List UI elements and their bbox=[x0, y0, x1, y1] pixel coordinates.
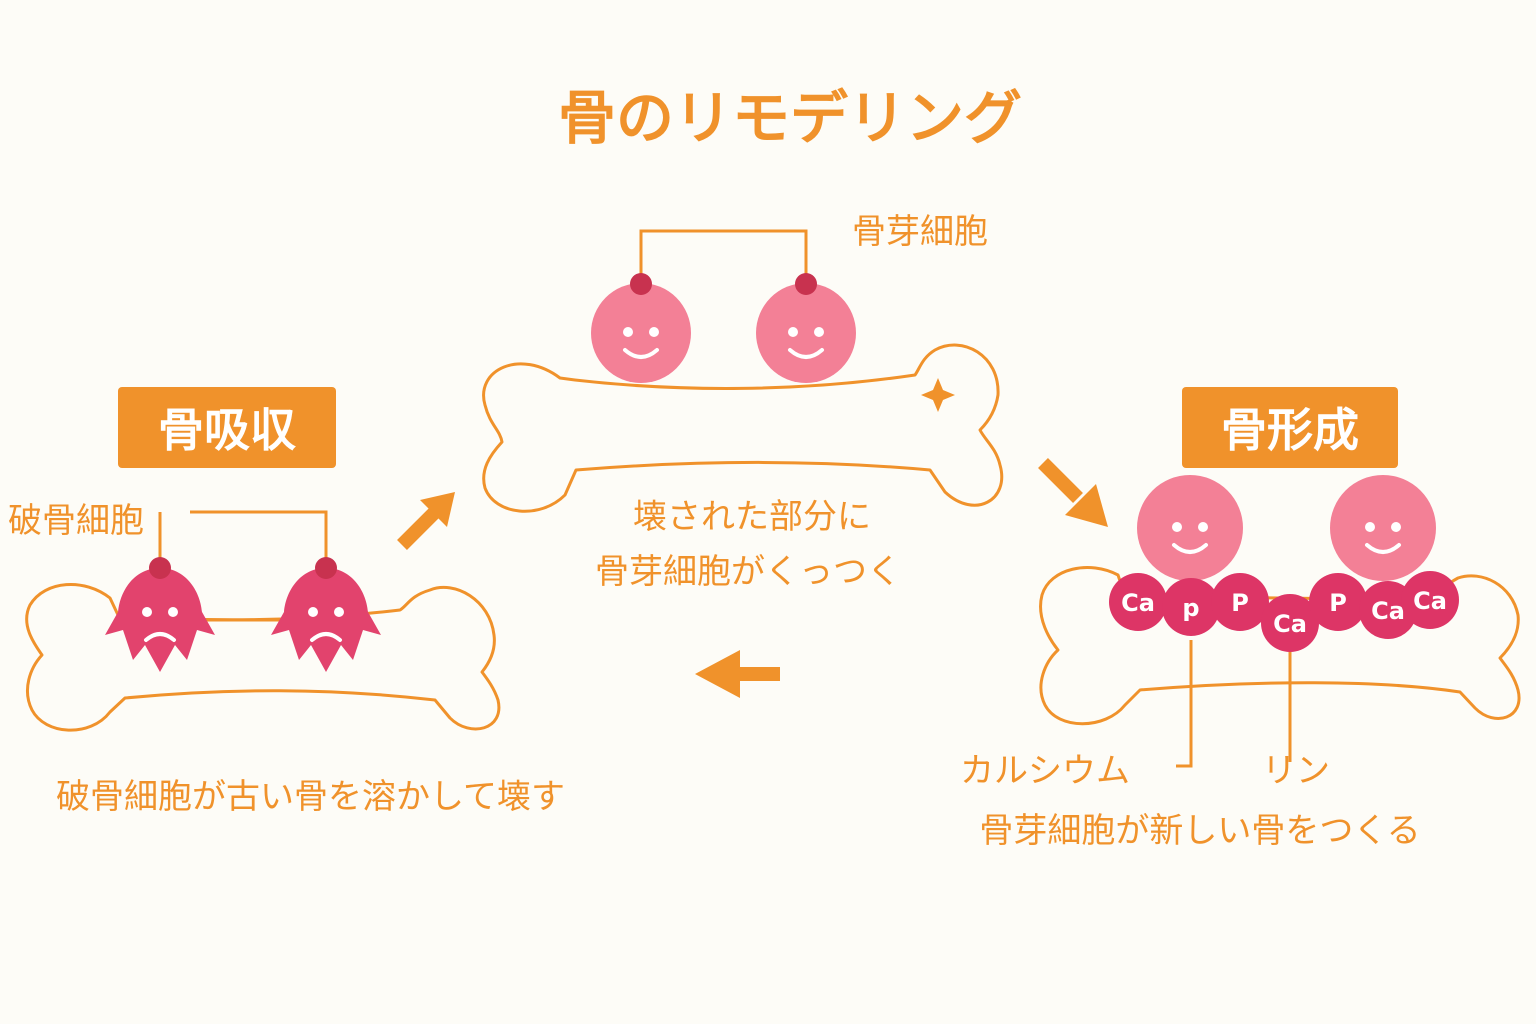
osteoblast-leader-line bbox=[639, 229, 808, 284]
resorption-stage: 骨吸収 破骨細胞 破骨細胞が古い骨を溶かして壊す bbox=[8, 387, 565, 817]
mineral-phosphorus: P bbox=[1309, 573, 1367, 631]
formation-badge-label: 骨形成 bbox=[1221, 403, 1359, 457]
formation-stage: 骨形成 Ca p P bbox=[960, 387, 1521, 851]
mineral-calcium: Ca bbox=[1261, 594, 1319, 652]
center-bone bbox=[482, 343, 1004, 513]
page-title: 骨のリモデリング bbox=[558, 84, 1022, 152]
mineral-calcium: Ca bbox=[1109, 573, 1167, 631]
osteoblast-cell bbox=[756, 283, 856, 383]
attachment-caption-line2: 骨芽細胞がくっつく bbox=[595, 552, 901, 592]
svg-text:Ca: Ca bbox=[1413, 587, 1447, 615]
osteoblast-cell bbox=[591, 283, 691, 383]
osteoblast-cell bbox=[1137, 475, 1243, 581]
osteoclast-leader-line bbox=[190, 510, 328, 568]
osteoclast-label: 破骨細胞 bbox=[8, 501, 144, 541]
osteoclast-cell bbox=[105, 568, 215, 672]
leader-node bbox=[795, 273, 817, 295]
mineral-calcium: Ca bbox=[1401, 571, 1459, 629]
svg-text:Ca: Ca bbox=[1371, 597, 1405, 625]
leader-node bbox=[315, 557, 337, 579]
mineral-phosphorus: p bbox=[1162, 578, 1220, 636]
attachment-caption-line1: 壊された部分に bbox=[633, 497, 871, 537]
sparkle-icon bbox=[921, 378, 955, 412]
left-bone bbox=[25, 582, 501, 732]
osteoclast-cell bbox=[271, 568, 381, 672]
svg-text:p: p bbox=[1182, 594, 1199, 622]
arrow-left-icon bbox=[695, 650, 780, 698]
formation-caption: 骨芽細胞が新しい骨をつくる bbox=[979, 811, 1420, 851]
arrow-up-right-icon bbox=[397, 492, 455, 550]
osteoblast-cell bbox=[1330, 475, 1436, 581]
calcium-label: カルシウム bbox=[960, 751, 1130, 791]
arrow-down-right-icon bbox=[1038, 458, 1108, 527]
phosphorus-label: リン bbox=[1262, 751, 1330, 791]
resorption-badge-label: 骨吸収 bbox=[158, 403, 296, 457]
formation-badge bbox=[1182, 387, 1398, 468]
svg-text:Ca: Ca bbox=[1121, 589, 1155, 617]
leader-node bbox=[630, 273, 652, 295]
calcium-leader-line bbox=[1176, 640, 1193, 768]
svg-text:P: P bbox=[1329, 589, 1347, 617]
mineral-phosphorus: P bbox=[1211, 573, 1269, 631]
osteoblast-label: 骨芽細胞 bbox=[852, 212, 988, 252]
mineral-chain: Ca p P Ca P Ca bbox=[1109, 571, 1459, 652]
svg-text:Ca: Ca bbox=[1273, 610, 1307, 638]
resorption-caption: 破骨細胞が古い骨を溶かして壊す bbox=[56, 777, 565, 817]
leader-node bbox=[149, 557, 171, 579]
attachment-stage: 骨芽細胞 壊された部分に 骨芽細胞がくっつく bbox=[482, 212, 1004, 592]
svg-text:P: P bbox=[1231, 589, 1249, 617]
right-bone bbox=[1039, 566, 1521, 726]
resorption-badge bbox=[118, 387, 336, 468]
